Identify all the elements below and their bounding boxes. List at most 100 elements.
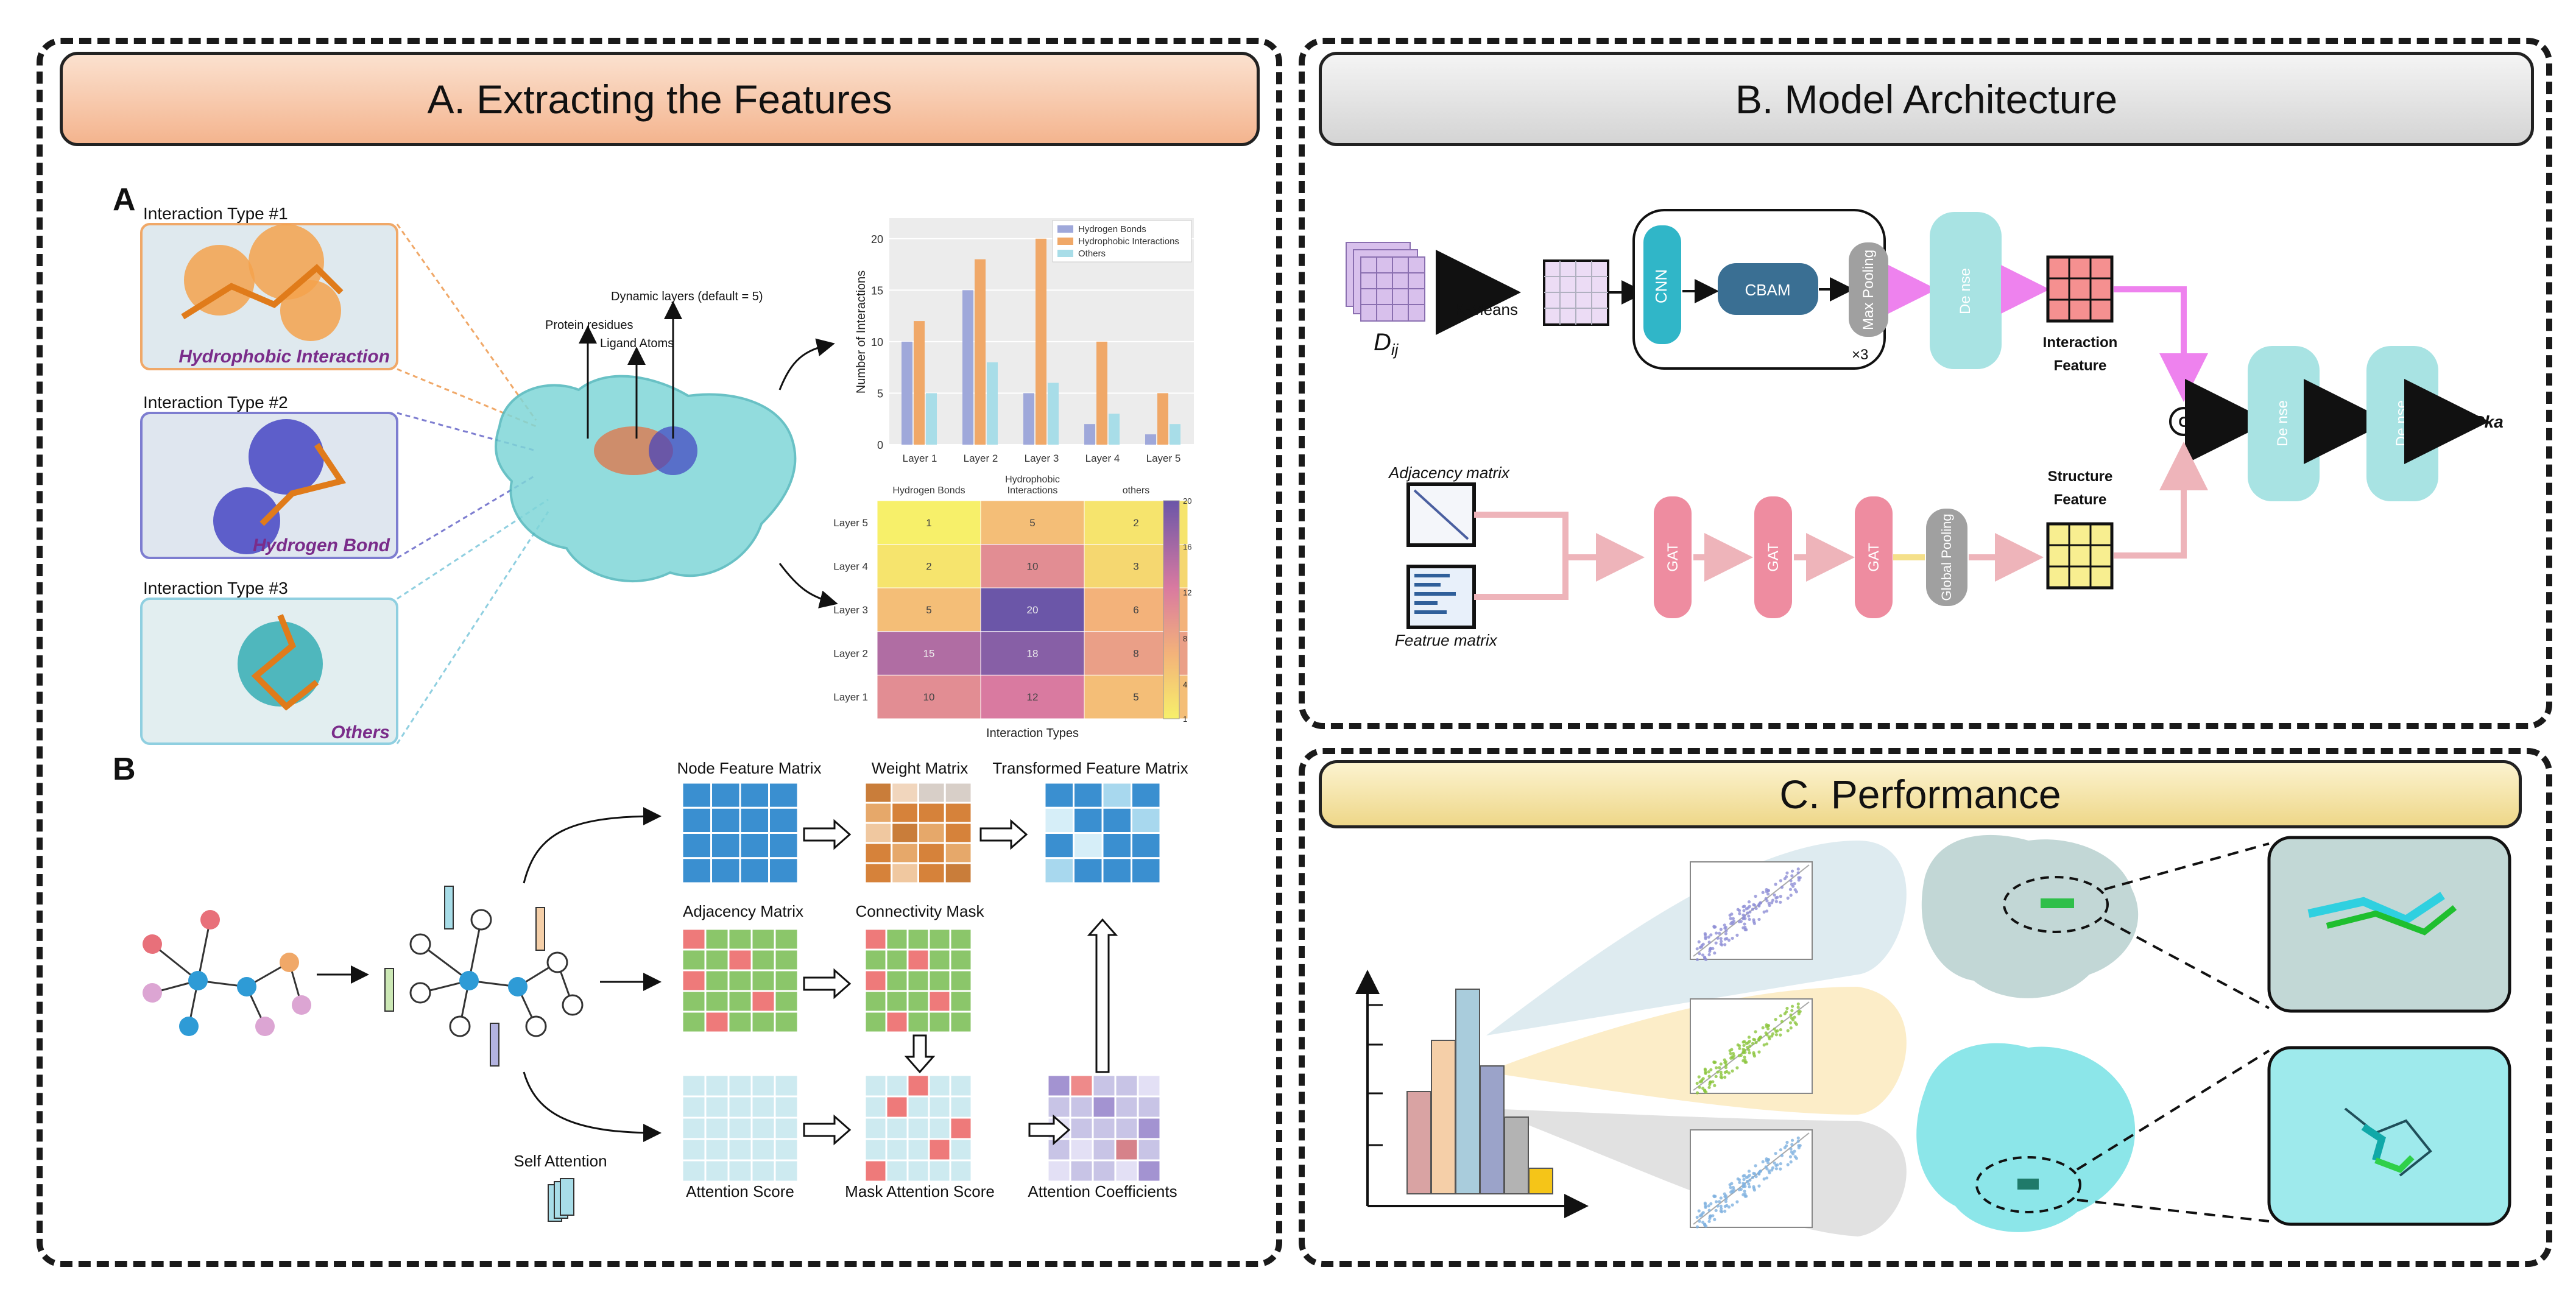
- connectivity-mask-cell: [885, 1010, 909, 1034]
- scatter-point: [1752, 922, 1756, 925]
- scatter-point: [1757, 904, 1761, 908]
- scatter-point: [1730, 1182, 1734, 1185]
- ann-protein: Protein residues: [545, 319, 633, 332]
- scatter-point: [1759, 901, 1762, 905]
- scatter-point: [1789, 879, 1793, 883]
- interaction-feature-grid: [2046, 255, 2114, 323]
- legend-label: Others: [1078, 249, 1106, 259]
- graph-node: [237, 977, 256, 996]
- transformed-matrix-cell: [1043, 857, 1075, 884]
- scatter-point: [1748, 1044, 1752, 1048]
- scatter-point: [1695, 947, 1699, 951]
- blue-sphere: [213, 487, 280, 554]
- scatter-point: [1695, 958, 1699, 962]
- scatter-point: [1754, 1164, 1757, 1168]
- transformed-matrix-cell: [1043, 781, 1075, 809]
- connectivity-mask-cell: [885, 928, 909, 951]
- scatter-point: [1754, 1175, 1758, 1179]
- scatter-point: [1695, 1225, 1699, 1229]
- panel-c: [1299, 748, 2552, 1267]
- bar-chart-ytick: 10: [871, 336, 883, 348]
- gat-layer-1[interactable]: [1654, 496, 1692, 618]
- mask-attention-cell: [906, 1116, 930, 1140]
- scatter-point: [1790, 1004, 1794, 1008]
- node-matrix-cell: [710, 781, 741, 809]
- sublabel-a: A: [113, 182, 136, 217]
- performance-bar: [1504, 1116, 1529, 1194]
- flow-arrow: [523, 1071, 662, 1142]
- scatter-point: [1788, 1155, 1793, 1159]
- scatter-point: [1715, 1200, 1718, 1204]
- dense-layer-1[interactable]: [1930, 212, 2002, 369]
- heatmap-cell: [980, 544, 1085, 588]
- heatmap-cell-value: 18: [1027, 648, 1039, 660]
- attention-score-cell: [750, 1095, 776, 1119]
- scatter-point: [1796, 1006, 1800, 1009]
- scatter-point: [1774, 1033, 1778, 1037]
- gat-layer-3[interactable]: [1855, 496, 1893, 618]
- scatter-point: [1790, 1143, 1794, 1146]
- attention-coeff-cell: [1092, 1159, 1117, 1183]
- scatter-point: [1746, 1175, 1750, 1179]
- scatter-point: [1766, 1024, 1771, 1028]
- gat-label-2: GAT: [1765, 543, 1782, 572]
- scatter-point: [1723, 1070, 1727, 1074]
- cbam-layer[interactable]: [1718, 263, 1818, 315]
- global-pooling-layer[interactable]: [1926, 509, 1967, 606]
- scatter-point: [1748, 1185, 1751, 1189]
- scatter-point: [1783, 1012, 1787, 1015]
- zoom-line: [2077, 1199, 2270, 1222]
- scatter-point: [1789, 1026, 1793, 1030]
- sublabel-b: B: [113, 752, 136, 787]
- performance-bar: [1480, 1065, 1505, 1194]
- transformed-matrix-label: Transformed Feature Matrix: [992, 759, 1188, 777]
- heatmap-cell-value: 12: [1027, 691, 1039, 703]
- scatter-point: [1762, 1177, 1766, 1181]
- scatter-point: [1780, 1020, 1784, 1023]
- heatmap-col-label: Interactions: [1007, 485, 1058, 496]
- scatter-point: [1773, 1027, 1776, 1031]
- scatter-point: [1746, 911, 1749, 915]
- scatter-point: [1789, 1147, 1793, 1151]
- weight-matrix-cell: [944, 862, 973, 884]
- scatter-point: [1718, 1200, 1721, 1204]
- scatter-point: [1704, 1071, 1707, 1075]
- performance-bar: [1431, 1040, 1456, 1194]
- panel-b-title: B. Model Architecture: [1319, 52, 2534, 146]
- scatter-point: [1789, 1160, 1793, 1164]
- scatter-point: [1785, 871, 1789, 875]
- adjacency-label: Adjacency matrix: [1388, 464, 1510, 482]
- scatter-point: [1790, 1016, 1794, 1020]
- self-attention-label: Self Attention: [513, 1152, 607, 1170]
- heatmap-col-label: Hydrogen Bonds: [892, 485, 965, 496]
- ligand-bottom: [2017, 1179, 2039, 1190]
- attention-coeff-cell: [1137, 1095, 1162, 1119]
- maxpool-layer[interactable]: [1849, 242, 1888, 337]
- cnn-layer[interactable]: [1643, 225, 1681, 344]
- mask-attention-cell: [885, 1159, 909, 1183]
- scatter-point: [1707, 1070, 1710, 1074]
- scatter-point: [1707, 1074, 1711, 1078]
- teal-sphere: [238, 621, 323, 707]
- gat-layer-2[interactable]: [1754, 496, 1792, 618]
- scatter-point: [1759, 1169, 1762, 1173]
- scatter-point: [1730, 1055, 1734, 1059]
- scatter-point: [1788, 887, 1793, 891]
- scatter-plot-2: [1690, 998, 1813, 1095]
- mask-attention-cell: [949, 1138, 973, 1162]
- scatter-point: [1714, 1074, 1718, 1078]
- scatter-point: [1793, 1015, 1796, 1019]
- adjacency-matrix-cell: [774, 969, 799, 992]
- scatter-point: [1765, 1042, 1769, 1046]
- bar-mark: [1023, 393, 1034, 445]
- pink-connector: [1474, 512, 1632, 597]
- scatter-point: [1796, 871, 1800, 875]
- legend-label: Hydrophobic Interactions: [1078, 236, 1179, 247]
- scatter-point: [1704, 1205, 1707, 1209]
- scatter-point: [1747, 1182, 1751, 1186]
- scatter-point: [1745, 1194, 1748, 1198]
- dense-layer-2[interactable]: [2248, 346, 2320, 501]
- scatter-point: [1785, 1006, 1789, 1010]
- scatter-point: [1737, 1188, 1741, 1191]
